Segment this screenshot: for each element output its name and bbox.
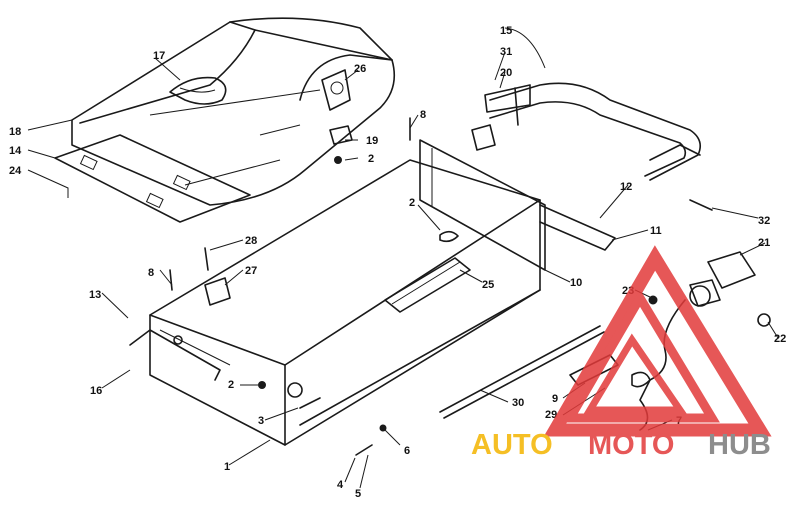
hoop-pad <box>471 124 496 151</box>
bracket-rail <box>539 204 616 251</box>
tail-light-housing <box>707 251 756 289</box>
latch-keeper <box>329 125 353 145</box>
callout-label: 22 <box>774 333 786 345</box>
watermark-text-moto: MOTO <box>588 429 674 461</box>
callout-label: 29 <box>545 409 557 421</box>
hoop-clamp <box>484 84 531 113</box>
callout-label: 30 <box>512 397 524 409</box>
callout-label: 6 <box>404 445 410 457</box>
watermark-triangle-outer <box>543 245 772 437</box>
callout-label: 10 <box>570 277 582 289</box>
callout-label: 8 <box>148 267 154 279</box>
watermark-text-auto: AUTO <box>471 429 553 461</box>
callout-label: 28 <box>245 235 257 247</box>
seat-base-plate <box>54 134 251 223</box>
callout-label: 18 <box>9 126 21 138</box>
leader-lines <box>27 27 779 489</box>
callout-label: 27 <box>245 265 257 277</box>
watermark-triangle-inner <box>562 289 720 423</box>
callout-label: 31 <box>500 46 512 58</box>
callout-label: 2 <box>228 379 234 391</box>
callout-label: 17 <box>153 50 165 62</box>
callout-label: 9 <box>552 393 558 405</box>
callout-label: 12 <box>620 181 632 193</box>
callout-label: 3 <box>258 415 264 427</box>
rear-panel <box>419 139 546 271</box>
callout-label: 14 <box>9 145 22 157</box>
watermark-text-hub: HUB <box>708 429 771 461</box>
callout-label: 16 <box>90 385 102 397</box>
callout-label: 8 <box>420 109 426 121</box>
console-tray <box>129 117 616 456</box>
nut-2-seat <box>334 156 342 164</box>
callout-label: 5 <box>355 488 361 500</box>
callout-label: 24 <box>9 165 22 177</box>
callout-label: 13 <box>89 289 101 301</box>
callout-label: 25 <box>482 279 494 291</box>
callout-label: 1 <box>224 461 230 473</box>
backrest-hoop <box>471 82 713 211</box>
seat-assembly <box>54 17 396 223</box>
automotohub-watermark: AUTO MOTO HUB <box>471 245 772 461</box>
seat-emblem <box>169 76 227 105</box>
callout-label: 19 <box>366 135 378 147</box>
seat-latch <box>321 69 351 111</box>
callout-label: 2 <box>368 153 374 165</box>
rod <box>439 325 601 413</box>
callout-label: 21 <box>758 237 770 249</box>
callout-label: 4 <box>337 479 344 491</box>
callout-label: 15 <box>500 25 512 37</box>
deck-slot <box>384 257 471 313</box>
callout-label: 11 <box>650 225 662 237</box>
callout-label: 2 <box>409 197 415 209</box>
callout-label: 26 <box>354 63 366 75</box>
callout-label: 32 <box>758 215 770 227</box>
callout-label: 20 <box>500 67 512 79</box>
watermark-triangle-core <box>583 333 687 414</box>
